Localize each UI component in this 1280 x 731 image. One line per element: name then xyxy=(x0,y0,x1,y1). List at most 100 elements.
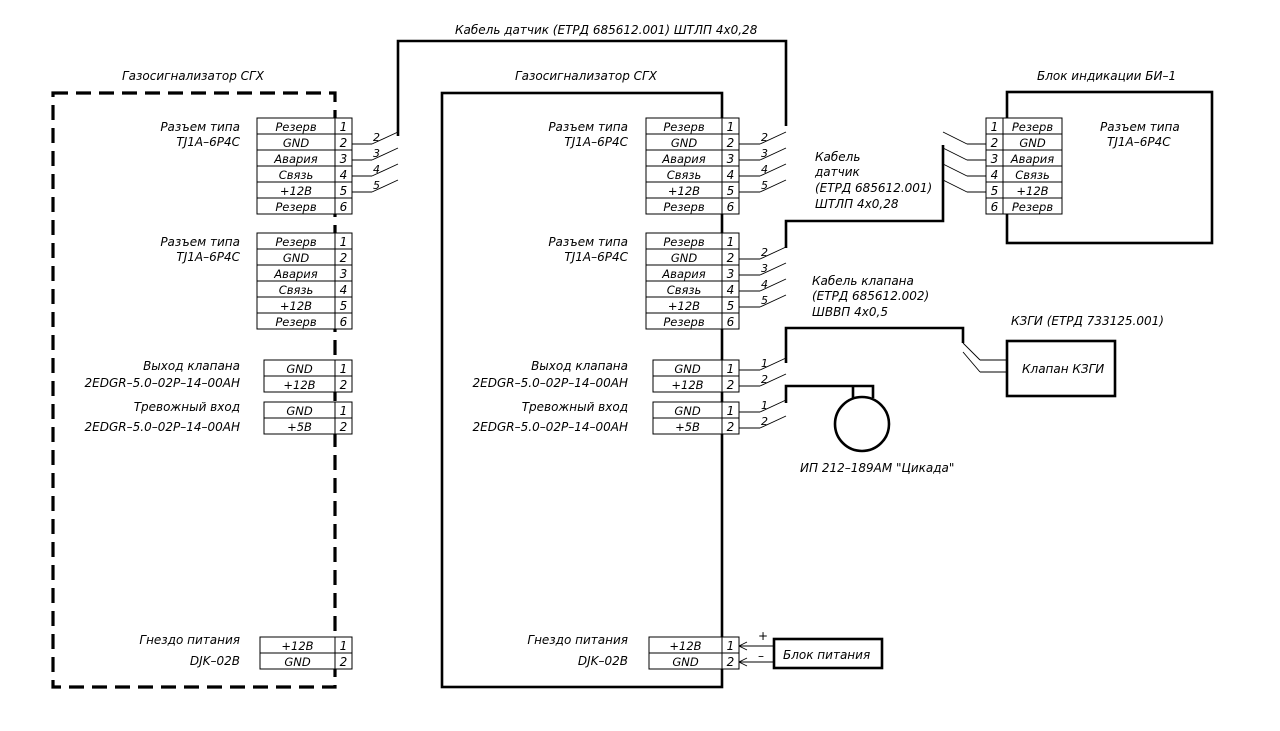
pin-number: 4 xyxy=(991,168,999,182)
pin-name: Резерв xyxy=(275,120,317,134)
pin-name: GND xyxy=(286,362,313,376)
wire-lead xyxy=(759,147,787,161)
pin-name: Резерв xyxy=(275,315,317,329)
power-unit-label: Блок питания xyxy=(783,648,870,662)
pin-number: 3 xyxy=(727,152,735,166)
pin-number-cell xyxy=(721,197,740,215)
wire-number: 2 xyxy=(761,373,768,386)
indicator-rj-model: TJ1A–6P4C xyxy=(1107,135,1171,149)
wire-number: 3 xyxy=(373,147,380,160)
valve-cable-label-1: Кабель клапана xyxy=(812,274,914,288)
pin-number: 1 xyxy=(727,404,735,418)
pin-name: +12В xyxy=(668,184,700,198)
mid-rj1-model: TJ1A–6P4C xyxy=(564,135,628,149)
pin-number: 4 xyxy=(340,283,348,297)
pin-number: 3 xyxy=(991,152,999,166)
pin-number-cell xyxy=(334,375,353,393)
wire-number: 4 xyxy=(761,163,768,176)
pin-number-cell xyxy=(334,312,353,330)
wire-number: 1 xyxy=(761,357,768,370)
pin-number: 4 xyxy=(727,283,735,297)
pin-number: 6 xyxy=(340,315,348,329)
pin-name: GND xyxy=(671,251,698,265)
pin-name: Авария xyxy=(1010,152,1054,166)
siren-cable xyxy=(784,384,875,403)
siren-label: ИП 212–189АМ "Цикада" xyxy=(800,461,954,475)
pin-name: GND xyxy=(286,404,313,418)
pin-name: Резерв xyxy=(663,200,705,214)
pin-name: +12В xyxy=(280,299,312,313)
left-valve-out-label: Выход клапана xyxy=(143,359,240,373)
sensor-cable-label-1: Кабель xyxy=(815,150,860,164)
wire-lead xyxy=(759,278,787,292)
left-power-model: DJK–02B xyxy=(190,654,240,668)
pin-number-cell xyxy=(985,197,1004,215)
pin-name: GND xyxy=(1019,136,1046,150)
left-valve-model: 2EDGR–5.0–02P–14–00AH xyxy=(85,376,240,390)
mid-rj2-model: TJ1A–6P4C xyxy=(564,250,628,264)
pin-number-cell xyxy=(721,375,740,393)
sensor-cable-label-2: датчик xyxy=(814,165,861,179)
pin-name: +5В xyxy=(675,420,700,434)
pin-number: 3 xyxy=(340,152,348,166)
wire-number: 3 xyxy=(761,262,768,275)
pin-name: Резерв xyxy=(663,120,705,134)
pin-number: 6 xyxy=(727,315,735,329)
pin-name: Авария xyxy=(661,152,705,166)
power-minus-sign: – xyxy=(758,649,764,663)
wire-number: 1 xyxy=(761,399,768,412)
indicator-title: Блок индикации БИ–1 xyxy=(1037,69,1176,83)
left-rj2-type: Разъем типа xyxy=(160,235,240,249)
wire-lead xyxy=(371,163,399,177)
wire-lead xyxy=(942,163,968,177)
mid-alarm-wires: 12 xyxy=(739,399,787,429)
pin-number-cell xyxy=(721,652,740,670)
valve-cable xyxy=(784,326,965,363)
wire-lead xyxy=(759,246,787,260)
pin-name: Авария xyxy=(273,267,317,281)
pin-name: Резерв xyxy=(275,235,317,249)
mid-rj1-type: Разъем типа xyxy=(548,120,628,134)
power-plus-sign: + xyxy=(758,629,768,643)
wire-number: 2 xyxy=(761,415,768,428)
left-alarm-model: 2EDGR–5.0–02P–14–00AH xyxy=(85,420,240,434)
pin-name: Резерв xyxy=(1012,120,1054,134)
pin-number: 4 xyxy=(727,168,735,182)
mid-valve-out-label: Выход клапана xyxy=(531,359,628,373)
pin-name: +12В xyxy=(281,639,313,653)
wire-lead xyxy=(759,262,787,276)
pin-number: 1 xyxy=(340,404,348,418)
pin-number-cell xyxy=(721,417,740,435)
pin-number: 1 xyxy=(340,235,348,249)
left-power-socket-label: Гнездо питания xyxy=(139,633,240,647)
pin-number: 2 xyxy=(340,378,348,392)
wire-lead xyxy=(759,179,787,193)
wire-lead xyxy=(759,131,787,145)
wire-lead xyxy=(371,179,399,193)
pin-number: 1 xyxy=(340,120,348,134)
pin-number: 3 xyxy=(340,267,348,281)
wire-number: 2 xyxy=(761,246,768,259)
pin-number: 1 xyxy=(991,120,999,134)
pin-name: GND xyxy=(671,136,698,150)
pin-name: Резерв xyxy=(663,235,705,249)
mid-alarm-model: 2EDGR–5.0–02P–14–00AH xyxy=(473,420,628,434)
kzgi-input-wires xyxy=(962,342,1007,373)
pin-number-cell xyxy=(721,312,740,330)
pin-number: 3 xyxy=(727,267,735,281)
mid-power-model: DJK–02B xyxy=(578,654,628,668)
wire-lead xyxy=(962,351,981,373)
pin-name: Резерв xyxy=(275,200,317,214)
